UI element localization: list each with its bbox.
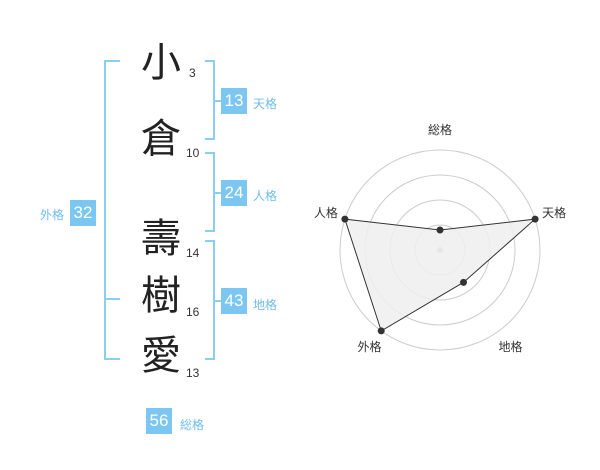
soukaku-label: 総格 [180, 418, 205, 432]
jinkaku-value: 24 [221, 180, 247, 206]
radar-ring-4 [339, 149, 541, 351]
soukaku-value: 56 [146, 408, 172, 434]
chikaku-bracket-tick [215, 300, 221, 302]
tenkaku-label: 天格 [253, 97, 278, 111]
stroke-count-4: 16 [186, 305, 200, 319]
gaikaku-value: 32 [70, 200, 96, 226]
name-char-1: 小 [141, 40, 181, 86]
radar-polygon [344, 218, 537, 332]
stroke-count-3: 14 [186, 246, 200, 260]
radar-axis-label-4: 外格 [357, 339, 381, 354]
chikaku-value: 43 [221, 288, 247, 314]
tenkaku-value: 13 [221, 88, 247, 114]
gaikaku-bracket [104, 60, 120, 360]
radar-point-3 [460, 278, 468, 286]
jinkaku-bracket [205, 152, 215, 232]
radar-point-1 [436, 226, 444, 234]
name-char-5: 愛 [141, 333, 181, 379]
tenkaku-bracket-tick [215, 100, 221, 102]
radar-axis-label-1: 総格 [428, 122, 452, 137]
radar-axis-label-5: 人格 [314, 205, 338, 220]
stroke-count-1: 3 [189, 66, 196, 80]
radar-axis-label-2: 天格 [542, 205, 566, 220]
stroke-count-5: 13 [186, 366, 200, 380]
chikaku-label: 地格 [253, 298, 278, 312]
radar-point-4 [377, 327, 385, 335]
gaikaku-bracket-tick [104, 298, 120, 300]
gaikaku-label: 外格 [40, 208, 65, 222]
stroke-count-2: 10 [186, 146, 200, 160]
name-char-3: 壽 [141, 216, 181, 262]
name-char-4: 樹 [141, 273, 181, 319]
radar-shape [341, 215, 539, 335]
chikaku-bracket [205, 240, 215, 360]
radar-point-2 [531, 215, 539, 223]
radar-point-5 [341, 215, 349, 223]
tenkaku-bracket [205, 60, 215, 140]
jinkaku-bracket-tick [215, 192, 221, 194]
name-char-2: 倉 [141, 116, 181, 162]
radar-axis-label-3: 地格 [499, 339, 523, 354]
jinkaku-label: 人格 [253, 189, 278, 203]
